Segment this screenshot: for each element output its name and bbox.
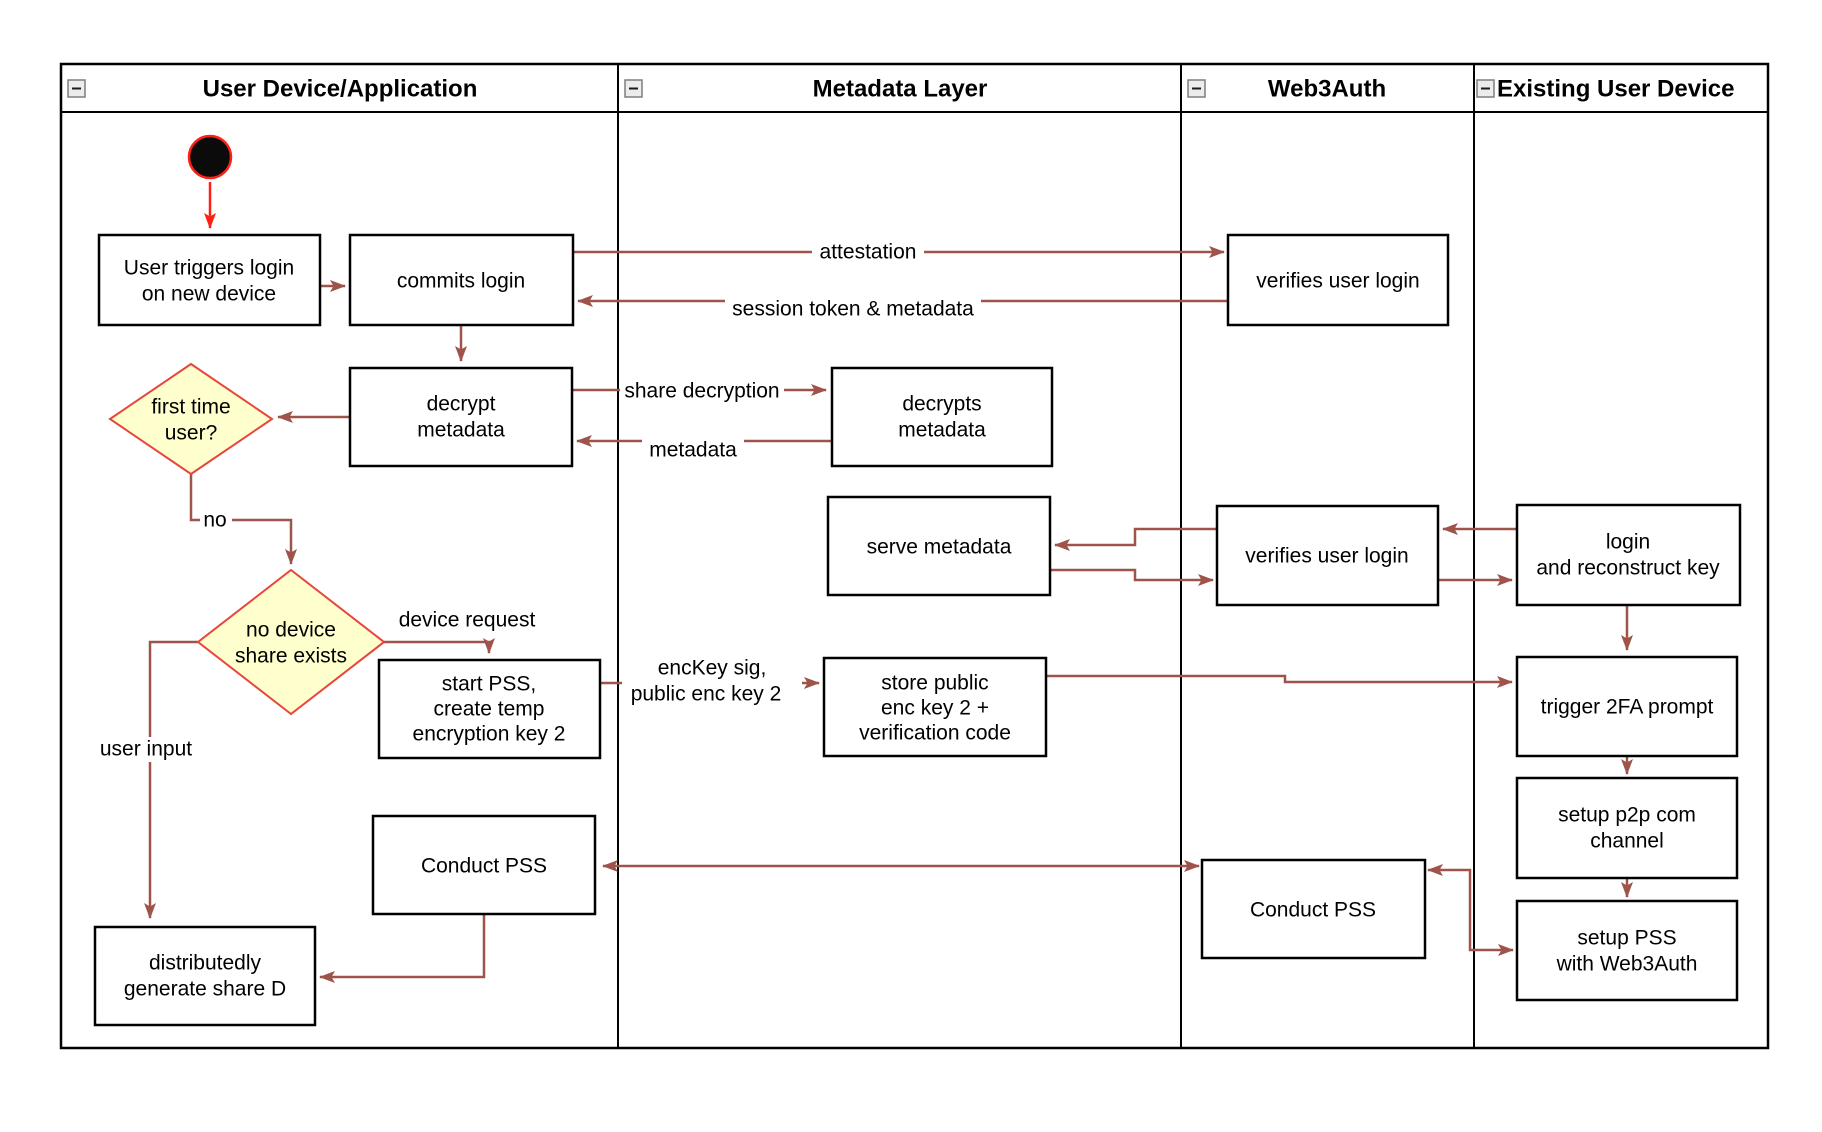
edge-label-enckey-sig: encKey sig, xyxy=(658,657,767,680)
edge-label-share-decryption: share decryption xyxy=(624,380,779,403)
label-backdrop xyxy=(620,378,784,403)
activity-label: enc key 2 + xyxy=(881,697,989,720)
arrow-setuppss-conductpss-link xyxy=(1427,864,1514,956)
decision-no-device-share xyxy=(196,568,386,716)
activity-label: verification code xyxy=(859,722,1011,745)
activity-commits-login xyxy=(348,233,575,327)
activity-label: on new device xyxy=(142,283,276,306)
pool-frame xyxy=(59,62,1770,1050)
arrow-serve-to-verifies xyxy=(1050,568,1214,586)
decision-first-time-user xyxy=(108,362,274,476)
activity-label: Conduct PSS xyxy=(1250,899,1376,922)
activity-label: Conduct PSS xyxy=(421,855,547,878)
lane-collapse-button-web3auth[interactable] xyxy=(1187,79,1206,98)
lane-title-web3auth: Web3Auth xyxy=(1268,76,1386,103)
activity-label: setup PSS xyxy=(1577,927,1676,950)
activity-label: generate share D xyxy=(124,978,286,1001)
activity-label: and reconstruct key xyxy=(1536,557,1720,580)
activity-user-triggers-login xyxy=(97,233,322,327)
activity-start-pss xyxy=(377,658,602,760)
lane-collapse-button-existing-device[interactable] xyxy=(1476,79,1495,98)
activity-label: start PSS, xyxy=(442,673,537,696)
activity-label: verifies user login xyxy=(1256,270,1419,293)
decision-label: no device xyxy=(246,619,336,642)
decision-label: share exists xyxy=(235,645,347,668)
activity-store-public-key xyxy=(822,656,1048,758)
activity-label: serve metadata xyxy=(867,536,1012,559)
edge-label-metadata: metadata xyxy=(649,439,737,462)
activity-label: with Web3Auth xyxy=(1556,953,1698,976)
edge-label-session-token: session token & metadata xyxy=(732,298,974,321)
activity-label: store public xyxy=(881,672,988,695)
activity-distributedly-generate xyxy=(93,925,317,1027)
label-backdrop xyxy=(200,508,232,532)
activity-setup-pss xyxy=(1515,899,1739,1002)
edge-label-device-request: device request xyxy=(399,609,536,632)
activity-verifies-login-top xyxy=(1226,233,1450,327)
activity-label: create temp xyxy=(434,698,545,721)
arrow-store-to-2fa xyxy=(1046,674,1513,688)
arrow-device-request xyxy=(384,638,495,654)
label-backdrop xyxy=(725,296,981,322)
lane-collapse-button-user-device[interactable] xyxy=(67,79,86,98)
edge-label-user-input: user input xyxy=(100,738,192,761)
lane-title-metadata-layer: Metadata Layer xyxy=(813,76,988,103)
activity-label: setup p2p com xyxy=(1558,804,1696,827)
activity-label: commits login xyxy=(397,270,525,293)
lane-title-existing-device: Existing User Device xyxy=(1497,76,1734,103)
activity-label: decrypt xyxy=(427,393,496,416)
activity-label: decrypts xyxy=(902,393,981,416)
activity-label: User triggers login xyxy=(124,257,294,280)
label-backdrop xyxy=(94,737,198,762)
edge-label-no: no xyxy=(203,509,226,532)
activity-label: encryption key 2 xyxy=(413,723,566,746)
arrow-user-input xyxy=(144,640,198,919)
activity-trigger-2fa xyxy=(1515,655,1739,758)
activity-serve-metadata xyxy=(826,495,1052,597)
activity-label: login xyxy=(1606,531,1650,554)
activity-label: channel xyxy=(1590,830,1664,853)
activity-label: metadata xyxy=(898,419,986,442)
activity-label: distributedly xyxy=(149,952,262,975)
activity-label: trigger 2FA prompt xyxy=(1541,696,1714,719)
start-node xyxy=(187,134,233,180)
edge-label-attestation: attestation xyxy=(820,241,917,264)
edge-label-public-enc-key: public enc key 2 xyxy=(631,683,782,706)
activity-decrypt-metadata xyxy=(348,366,574,468)
decision-label: first time xyxy=(151,396,230,419)
arrow-verifies-to-serve xyxy=(1054,527,1217,551)
label-backdrop xyxy=(642,438,744,463)
decision-label: user? xyxy=(165,422,218,445)
lane-title-user-device: User Device/Application xyxy=(203,76,478,103)
activity-decrypts-metadata xyxy=(830,366,1054,468)
activity-conduct-pss-web3auth xyxy=(1200,858,1427,960)
arrow-no-branch xyxy=(189,474,297,565)
activity-label: metadata xyxy=(417,419,505,442)
activity-label: verifies user login xyxy=(1245,545,1408,568)
lane-collapse-button-metadata-layer[interactable] xyxy=(624,79,643,98)
activity-setup-p2p xyxy=(1515,776,1739,880)
activity-login-reconstruct xyxy=(1515,503,1742,607)
arrow-conductpss-to-generate xyxy=(319,914,486,983)
label-backdrop xyxy=(812,240,924,264)
activity-verifies-login-mid xyxy=(1215,504,1440,607)
activity-conduct-pss-user xyxy=(371,814,597,916)
label-backdrop xyxy=(622,655,802,707)
